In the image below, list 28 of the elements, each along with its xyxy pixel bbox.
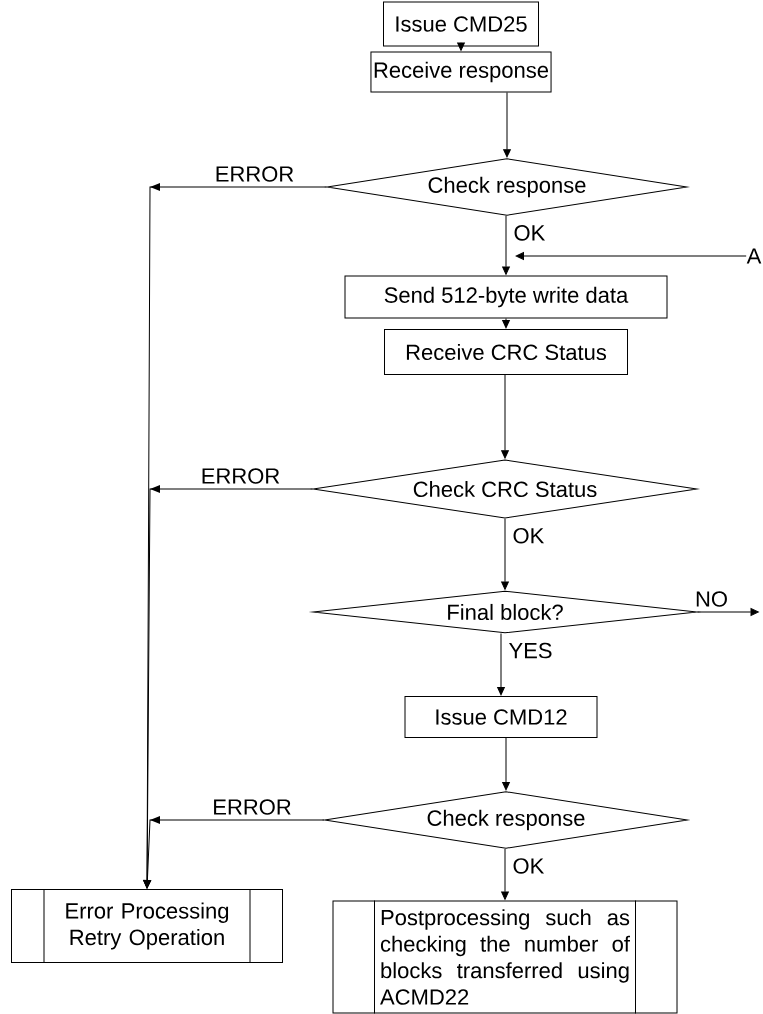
arrow <box>502 318 510 329</box>
arrow <box>502 215 510 275</box>
connector-label: A <box>746 248 762 264</box>
process-box: Receive response <box>370 51 552 93</box>
arrow <box>501 374 509 459</box>
edge-label: OK <box>513 858 545 874</box>
process-box: Send 512-byte write data <box>344 275 668 319</box>
predefined-process-box: Error Processing Retry Operation <box>11 888 283 964</box>
arrow <box>501 518 509 590</box>
arrow <box>457 42 465 51</box>
edge-label: OK <box>514 225 546 241</box>
arrow <box>503 92 511 158</box>
edge-label: YES <box>509 642 552 659</box>
process-box: Issue CMD12 <box>404 696 598 738</box>
arrow <box>501 848 509 900</box>
edge-label: ERROR <box>216 166 294 182</box>
edge-label: NO <box>696 591 727 607</box>
arrow <box>697 608 759 616</box>
arrow <box>502 737 510 791</box>
arrow <box>143 816 325 889</box>
arrow <box>497 633 505 696</box>
edge-label: OK <box>513 527 545 544</box>
arrow <box>515 252 747 260</box>
predefined-process-box: Postprocessing such as checking the number of blocks transferred using ACMD22 <box>332 900 678 1014</box>
process-box: Receive CRC Status <box>384 329 628 375</box>
edge-label: ERROR <box>202 468 280 484</box>
process-box: Issue CMD25 <box>383 1 539 47</box>
edge-label: ERROR <box>214 799 291 815</box>
